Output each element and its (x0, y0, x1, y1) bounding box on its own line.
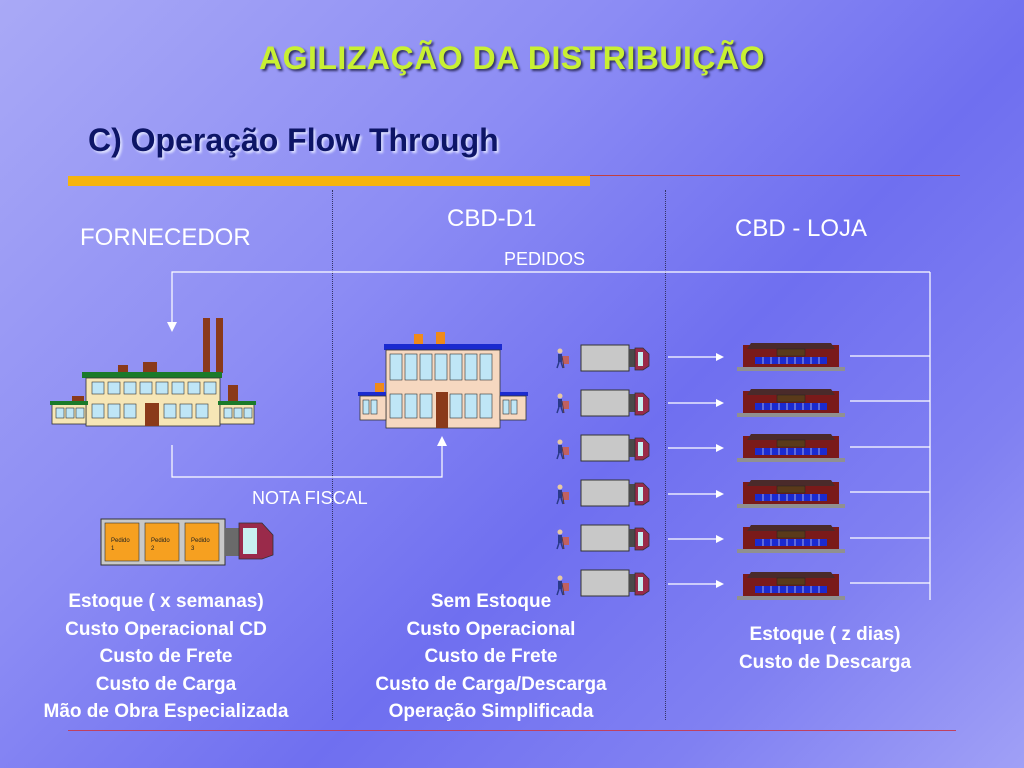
column-divider-1 (332, 190, 333, 720)
truck-icon (580, 344, 650, 372)
worker-icon (556, 483, 570, 505)
column-divider-2 (665, 190, 666, 720)
supplier-header: FORNECEDOR (80, 224, 251, 251)
factory-icon (50, 318, 256, 427)
cargo-label-1-line1: Pedido (111, 538, 130, 544)
store-header: CBD - LOJA (735, 215, 868, 242)
invoice-label: NOTA FISCAL (252, 488, 368, 508)
dc-info-line: Custo de Frete (424, 646, 558, 667)
cargo-label-3-line1: Pedido (191, 538, 210, 544)
truck-icon (580, 389, 650, 417)
worker-icon (556, 528, 570, 550)
store-icon (736, 342, 846, 372)
cargo-label-2-line1: Pedido (151, 538, 170, 544)
footer-rule (68, 730, 956, 731)
dc-info-line: Custo Operacional (406, 618, 576, 640)
store-icon (736, 433, 846, 463)
supplier-info: Estoque ( x semanas) Custo Operacional C… (0, 588, 332, 726)
store-info-line: Estoque ( z dias) (749, 624, 901, 645)
supplier-info-line: Mão de Obra Especializada (43, 701, 289, 722)
dc-header: CBD-D1 (447, 205, 537, 232)
title-rule (590, 175, 960, 176)
distribution-center-icon (358, 332, 528, 429)
store-icon (736, 479, 846, 509)
supplier-info-line: Custo de Frete (99, 646, 233, 667)
store-icon (736, 388, 846, 418)
truck-icon (580, 524, 650, 552)
dc-info-line: Operação Simplificada (388, 701, 594, 722)
supplier-info-line: Custo de Carga (95, 673, 237, 695)
store-icon (736, 524, 846, 554)
supplier-info-line: Estoque ( x semanas) (68, 591, 264, 612)
slide-title: AGILIZAÇÃO DA DISTRIBUIÇÃO (258, 40, 765, 76)
worker-icon (556, 347, 570, 369)
cargo-truck-icon: Pedido 1 Pedido 2 Pedido 3 (100, 518, 274, 566)
truck-icon (580, 434, 650, 462)
store-icon (736, 571, 846, 601)
dc-info-line: Sem Estoque (430, 591, 552, 612)
supplier-info-line: Custo Operacional CD (65, 618, 267, 640)
store-info-line: Custo de Descarga (738, 651, 912, 673)
worker-icon (556, 392, 570, 414)
worker-icon (556, 438, 570, 460)
cargo-label-2-line2: 2 (151, 546, 155, 552)
accent-bar (68, 176, 590, 186)
truck-icon (580, 479, 650, 507)
orders-label: PEDIDOS (504, 249, 586, 269)
cargo-label-1-line2: 1 (111, 546, 115, 552)
slide-subtitle: C) Operação Flow Through (88, 122, 499, 158)
dc-info-line: Custo de Carga/Descarga (375, 673, 607, 695)
delivery-rows (556, 342, 846, 601)
dc-info: Sem Estoque Custo Operacional Custo de F… (335, 588, 647, 726)
cargo-label-3-line2: 3 (191, 546, 195, 552)
store-info: Estoque ( z dias) Custo de Descarga (700, 621, 950, 676)
